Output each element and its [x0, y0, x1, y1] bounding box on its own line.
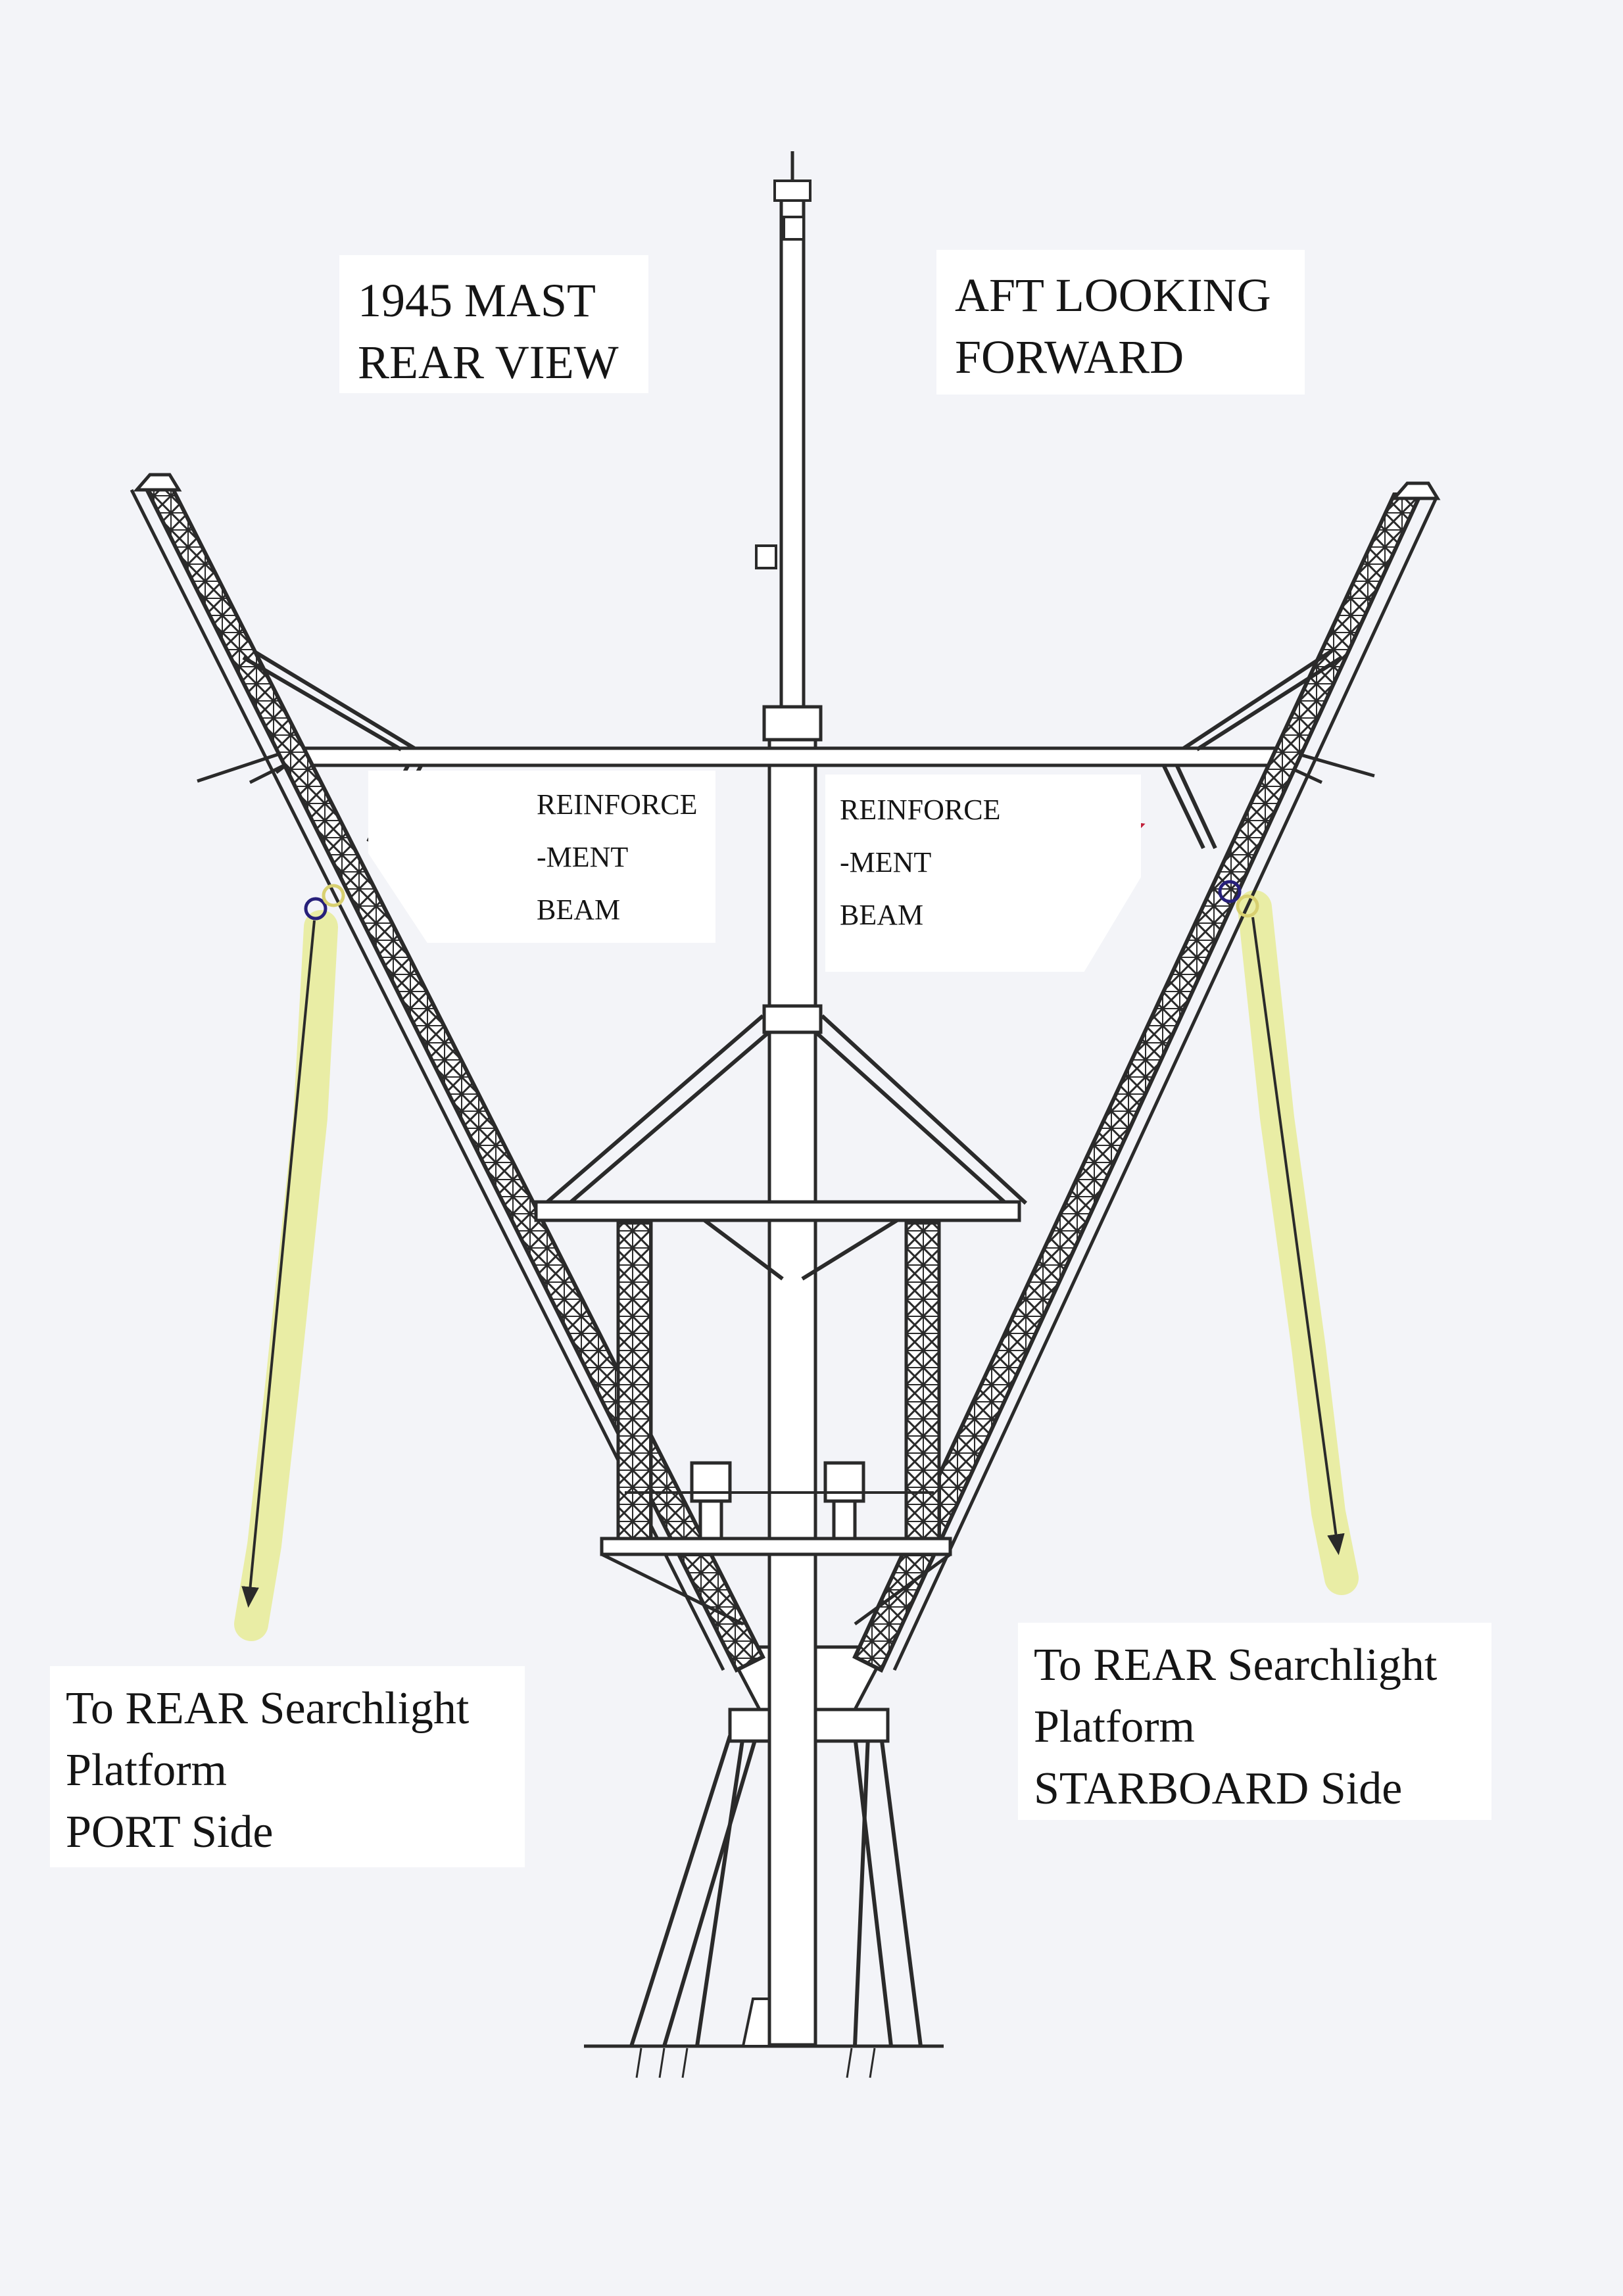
starboard-pointer-arrow: [1251, 917, 1345, 1556]
starboard-main-strut: [852, 492, 1439, 1673]
reinforce-left-line-1: REINFORCE: [537, 788, 698, 821]
port-highlight: [234, 910, 338, 1641]
starboard-destination-line-2: Platform: [1034, 1702, 1195, 1752]
mast-collar: [762, 1004, 823, 1034]
reinforce-right-line-2: -MENT: [840, 846, 932, 878]
tripod-lower-legs: [629, 1735, 923, 2047]
starboard-destination-line-1: To REAR Searchlight: [1034, 1640, 1438, 1690]
lower-yard: [534, 1200, 1021, 1222]
lower-platform: [600, 1491, 952, 1626]
port-destination-line-3: PORT Side: [66, 1807, 274, 1857]
title-left-line-2: REAR VIEW: [358, 336, 619, 389]
starboard-connector-rings: [1218, 880, 1259, 918]
port-pointer-arrow: [241, 920, 316, 1608]
port-destination-line-1: To REAR Searchlight: [66, 1683, 470, 1734]
title-left-line-1: 1945 MAST: [358, 274, 596, 327]
port-connector-rings: [304, 884, 345, 921]
upper-braces: [242, 649, 1343, 752]
port-strut-cap: [133, 473, 182, 492]
starboard-strut-cap: [1390, 481, 1441, 500]
title-label-right: AFT LOOKING FORWARD: [936, 250, 1305, 395]
starboard-destination-line-3: STARBOARD Side: [1034, 1763, 1403, 1814]
port-destination-label: To REAR Searchlight Platform PORT Side: [50, 1666, 525, 1867]
ground-hatching: [635, 2047, 876, 2078]
port-destination-line-2: Platform: [66, 1745, 227, 1796]
title-right-line-1: AFT LOOKING: [955, 269, 1271, 322]
starboard-destination-label: To REAR Searchlight Platform STARBOARD S…: [1018, 1623, 1491, 1820]
port-lattice-column: [616, 1221, 653, 1554]
reinforcement-label-right: REINFORCE -MENT BEAM: [825, 775, 1141, 972]
reinforcement-label-left: REINFORCE -MENT BEAM: [368, 771, 715, 943]
reinforce-right-line-1: REINFORCE: [840, 794, 1001, 826]
central-mast: [755, 151, 823, 2047]
searchlight-housings: [690, 1461, 865, 1543]
reinforce-right-line-3: BEAM: [840, 899, 924, 931]
reinforce-left-line-2: -MENT: [537, 841, 629, 873]
starboard-lattice-column: [904, 1221, 941, 1554]
title-label-left: 1945 MAST REAR VIEW: [339, 255, 648, 393]
reinforce-left-line-3: BEAM: [537, 894, 621, 926]
title-right-line-2: FORWARD: [955, 331, 1184, 383]
